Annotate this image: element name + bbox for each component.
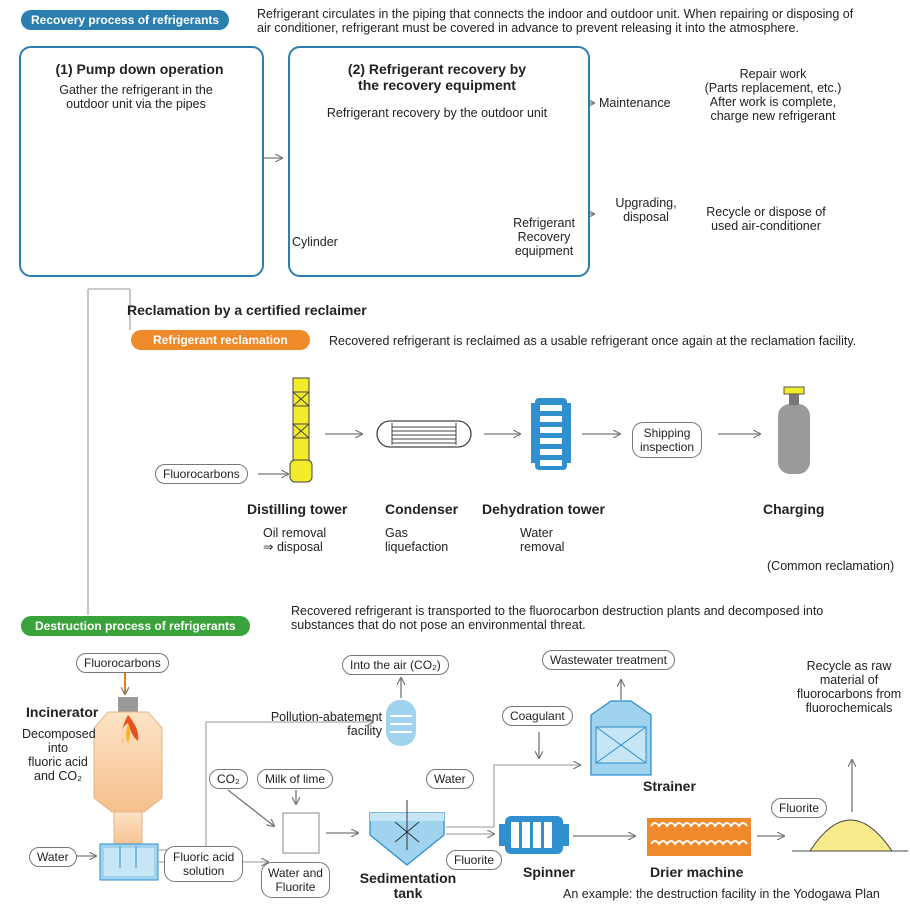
fluoric-acid-solution-chip: Fluoric acid solution [164,846,244,882]
wrench-icon [810,62,858,140]
mixing-box [282,812,320,854]
water-side-chip: Water [426,769,474,789]
recovery-equipment-subtitle: Refrigerant recovery by the outdoor unit [326,106,548,120]
oil-removal-text: Oil removal ⇒ disposal [263,526,327,554]
sedimentation-tank-label: Sedimentation tank [359,870,457,901]
fluorite-mid-chip: Fluorite [446,850,503,870]
refrigerant-reclamation-title: Refrigerant reclamation [131,330,310,350]
co2-chip: CO₂ [209,769,248,789]
pump-down-heading: (1) Pump down operation [55,61,224,77]
decomposed-text: Decomposed into fluoric acid and CO₂ [22,727,96,783]
repair-work-text: Repair work (Parts replacement, etc.) Af… [704,67,842,123]
recovery-equipment-panel [288,46,590,277]
milk-of-lime-chip: Milk of lime [257,769,334,789]
sedimentation-tank-illustration [369,800,445,866]
recovery-equipment-label: Refrigerant Recovery equipment [513,216,575,258]
wastewater-treatment-chip: Wastewater treatment [542,650,675,670]
water-and-fluorite-chip: Water and Fluorite [261,862,330,898]
recycle-text: Recycle or dispose of used air-condition… [706,205,826,233]
charging-label: Charging [763,501,825,517]
reclamation-fluorocarbons-chip: Fluorocarbons [155,464,248,484]
charging-cylinder-illustration [778,386,810,474]
into-air-chip: Into the air (CO₂) [342,655,449,675]
pollution-abatement-illustration [386,678,416,746]
recycle-raw-material-text: Recycle as raw material of fluorocarbons… [796,659,902,715]
common-reclamation-note: (Common reclamation) [767,559,895,573]
fluorite-pile-illustration [792,819,908,852]
dehydration-tower-label: Dehydration tower [482,501,605,517]
condenser-illustration [376,420,472,448]
recovery-process-title: Recovery process of refrigerants [21,10,230,30]
recovery-description: Refrigerant circulates in the piping tha… [257,7,854,35]
reclamation-description: Recovered refrigerant is reclaimed as a … [329,334,857,348]
gas-liquefaction-text: Gas liquefaction [385,526,449,554]
coagulant-chip: Coagulant [502,706,573,726]
pump-down-panel [19,46,264,277]
strainer-illustration [590,680,652,776]
fluorite-right-chip: Fluorite [771,798,828,818]
distilling-tower-label: Distilling tower [247,501,348,517]
destruction-description: Recovered refrigerant is transported to … [291,604,824,632]
water-in-chip: Water [29,847,77,867]
water-removal-text: Water removal [520,526,565,554]
spinner-label: Spinner [523,864,576,880]
destruction-fluorocarbons-chip: Fluorocarbons [76,653,169,673]
drier-machine-illustration [647,818,751,856]
distilling-tower-illustration [289,377,313,483]
yodogawa-example-note: An example: the destruction facility in … [563,887,880,901]
maintenance-label: Maintenance [599,96,671,110]
recovery-equipment-heading: (2) Refrigerant recovery by the recovery… [347,61,527,93]
incinerator-label: Incinerator [26,704,99,720]
reclamation-heading: Reclamation by a certified reclaimer [127,302,367,318]
dehydration-tower-illustration [531,398,571,470]
pollution-abatement-label: Pollution-abatement facility [270,710,382,738]
pump-down-text: Gather the refrigerant in the outdoor un… [59,83,213,111]
drier-machine-label: Drier machine [650,864,744,880]
shipping-inspection-chip: Shipping inspection [632,422,703,458]
cylinder-label: Cylinder [292,235,338,249]
spinner-illustration [499,816,569,854]
incinerator-illustration [93,672,163,881]
condenser-label: Condenser [385,501,459,517]
destruction-process-title: Destruction process of refrigerants [21,616,250,636]
strainer-label: Strainer [643,778,696,794]
upgrading-label: Upgrading, disposal [615,196,677,224]
